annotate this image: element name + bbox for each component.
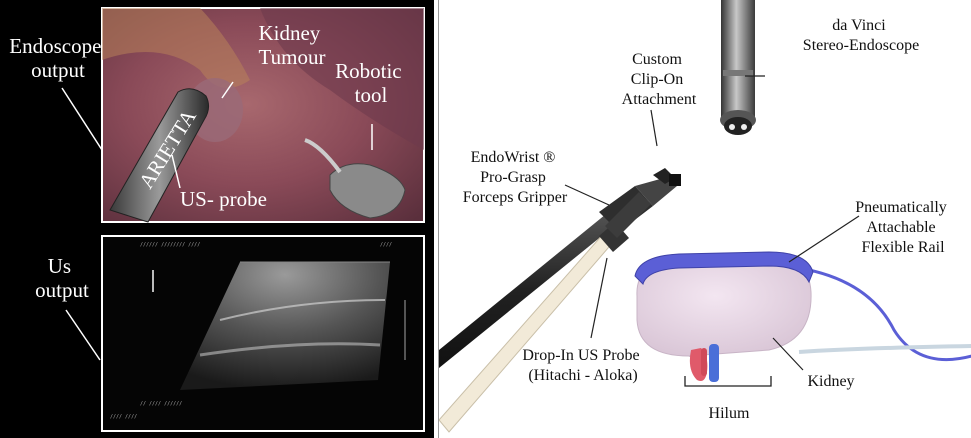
kidney-shape (637, 256, 811, 362)
endowrist-label: EndoWrist ® Pro-Grasp Forceps Gripper (463, 149, 568, 206)
ultrasound-image: ////// //////// //// //// // //// //////… (102, 236, 424, 431)
kidney-tumour-label: Kidney Tumour (258, 21, 325, 69)
endoscope-output-label: Endoscope output (9, 34, 106, 82)
hilum-label: Hilum (709, 405, 750, 422)
left-panel-graphics: ARIETTA ////// //////// //// //// // ///… (0, 0, 434, 438)
drop-in-us-probe-label: Drop-In US Probe (Hitachi - Aloka) (522, 347, 643, 384)
svg-text:////// //////// ////: ////// //////// //// (140, 242, 200, 248)
stereo-endoscope-label: da Vinci Stereo-Endoscope (803, 17, 919, 54)
hilum-vessels (690, 344, 719, 382)
drop-in-us-probe (439, 192, 651, 432)
left-panel: ARIETTA ////// //////// //// //// // ///… (0, 0, 434, 438)
svg-text:////: //// (380, 242, 392, 248)
flexible-rail-label: Pneumatically Attachable Flexible Rail (855, 199, 951, 256)
us-probe-label: US- probe (180, 187, 267, 211)
svg-text:// //// //////: // //// ////// (140, 401, 182, 407)
right-panel-graphics: da Vinci Stereo-Endoscope Custom Clip-On… (439, 0, 971, 438)
svg-text://// ////: //// //// (110, 414, 137, 420)
probe-cable (799, 346, 971, 352)
clip-on-attachment-label: Custom Clip-On Attachment (622, 51, 697, 108)
kidney-label: Kidney (807, 373, 854, 390)
right-panel: da Vinci Stereo-Endoscope Custom Clip-On… (438, 0, 971, 438)
stereo-endoscope (720, 0, 756, 135)
us-output-label: Us output (35, 254, 89, 302)
